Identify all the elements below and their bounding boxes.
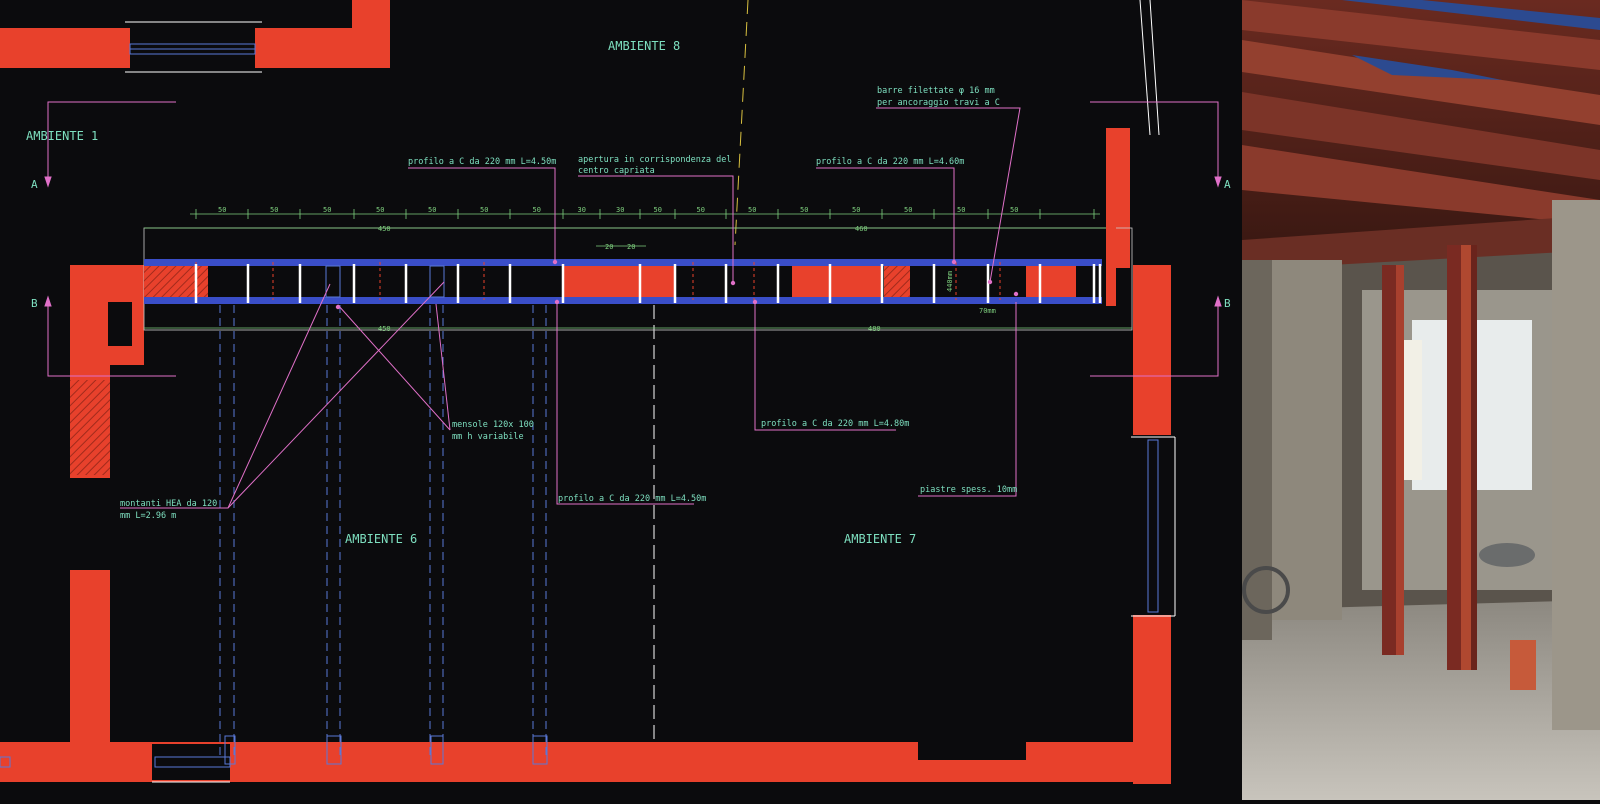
dim-gap-a: 20 (605, 243, 613, 251)
note-apertura-1: apertura in corrispondenza del (578, 155, 732, 165)
leader-lines (120, 107, 1021, 509)
dim-bottom-left: 450 (378, 325, 391, 333)
column-bases (224, 735, 548, 765)
steel-column-icon (1382, 265, 1396, 655)
wall-top-left (0, 28, 130, 68)
note-apertura-2: centro capriata (578, 166, 655, 176)
truss-axis (734, 0, 749, 246)
dim-spacing: 50 (323, 206, 331, 214)
construction-photo (1242, 0, 1600, 800)
note-mensole-1: mensole 120x 100 (452, 420, 534, 430)
red-block-right (792, 266, 882, 297)
c-profile-bottom (144, 297, 1102, 304)
c-profile-top (144, 259, 1102, 266)
room-ambiente-8: AMBIENTE 8 (608, 39, 680, 53)
dim-spacing: 50 (480, 206, 488, 214)
dim-spacing: 50 (697, 206, 705, 214)
dim-spacing: 50 (654, 206, 662, 214)
column-guides (219, 305, 547, 760)
hatch-left (144, 266, 208, 297)
dim-spacing: 50 (852, 206, 860, 214)
note-barre-2: per ancoraggio travi a C (877, 98, 1000, 108)
section-b-left: B (31, 297, 38, 310)
wall-right-mid (1133, 265, 1171, 435)
dim-spacing: 50 (533, 206, 541, 214)
note-mensole-2: mm h variabile (452, 432, 524, 442)
dim-spacing: 50 (904, 206, 912, 214)
room-ambiente-6: AMBIENTE 6 (345, 532, 417, 546)
dim-top-left: 450 (378, 225, 391, 233)
hatch-right (884, 266, 910, 297)
dim-spacing: 50 (957, 206, 965, 214)
section-b-right: B (1224, 297, 1231, 310)
dim-spacing: 50 (376, 206, 384, 214)
note-montanti-2: mm L=2.96 m (120, 511, 176, 521)
dim-top-right: 460 (855, 225, 868, 233)
room-ambiente-7: AMBIENTE 7 (844, 532, 916, 546)
dim-spacing: 50 (800, 206, 808, 214)
dim-spacing: 50 (270, 206, 278, 214)
dim-spacing: 30 (616, 206, 624, 214)
note-profilo-right-top: profilo a C da 220 mm L=4.60m (816, 157, 964, 167)
dim-spacing: 30 (578, 206, 586, 214)
note-montanti-1: montanti HEA da 120 (120, 499, 217, 509)
site-photo (1242, 0, 1600, 800)
steel-column-icon (1447, 245, 1461, 670)
note-profilo-left-top: profilo a C da 220 mm L=4.50m (408, 157, 556, 167)
section-markers (44, 101, 1222, 377)
wheelbarrow-icon (1479, 543, 1535, 567)
dim-spacing: 50 (1010, 206, 1018, 214)
section-a-left: A (31, 178, 38, 191)
note-barre-1: barre filettate φ 16 mm (877, 86, 995, 96)
floor-plan: 50 50 50 50 50 50 50 30 30 50 50 50 50 50 50 50 50 450 4… (0, 0, 1231, 784)
concrete-pillar-left (1270, 260, 1342, 620)
window-right (1147, 439, 1159, 613)
beam-assembly (143, 220, 1133, 331)
note-profilo-bottom: profilo a C da 220 mm L=4.50m (558, 494, 706, 504)
wall-left-pier (70, 265, 144, 365)
note-piastre: piastre spess. 10mm (920, 485, 1017, 495)
dim-spacing: 50 (428, 206, 436, 214)
wall-top-stub (352, 0, 390, 40)
dim-gap-b: 20 (627, 243, 635, 251)
note-profilo-mid: profilo a C da 220 mm L=4.80m (761, 419, 909, 429)
section-a-right: A (1224, 178, 1231, 191)
dim-spacing: 50 (748, 206, 756, 214)
cement-bag-icon (1510, 640, 1536, 690)
red-block-center (563, 266, 675, 297)
walls (0, 0, 1171, 784)
threaded-bars (194, 264, 1102, 303)
hatched-wall (70, 380, 110, 475)
red-block-end (1026, 266, 1076, 297)
dim-bottom-right: 480 (868, 325, 881, 333)
window-bottom (154, 756, 231, 768)
dim-offset: 70mm (979, 307, 996, 315)
dim-spacing: 50 (218, 206, 226, 214)
dim-height: 440mm (946, 271, 954, 292)
cad-drawing: 50 50 50 50 50 50 50 30 30 50 50 50 50 50 50 50 50 450 4… (0, 0, 1231, 784)
concrete-pillar-right (1552, 200, 1600, 730)
floor (1242, 600, 1600, 800)
windows (0, 0, 1176, 783)
room-ambiente-1: AMBIENTE 1 (26, 129, 98, 143)
dimension-ticks: 50 50 50 50 50 50 50 30 30 50 50 50 50 50 50 50 50 (190, 206, 1100, 219)
